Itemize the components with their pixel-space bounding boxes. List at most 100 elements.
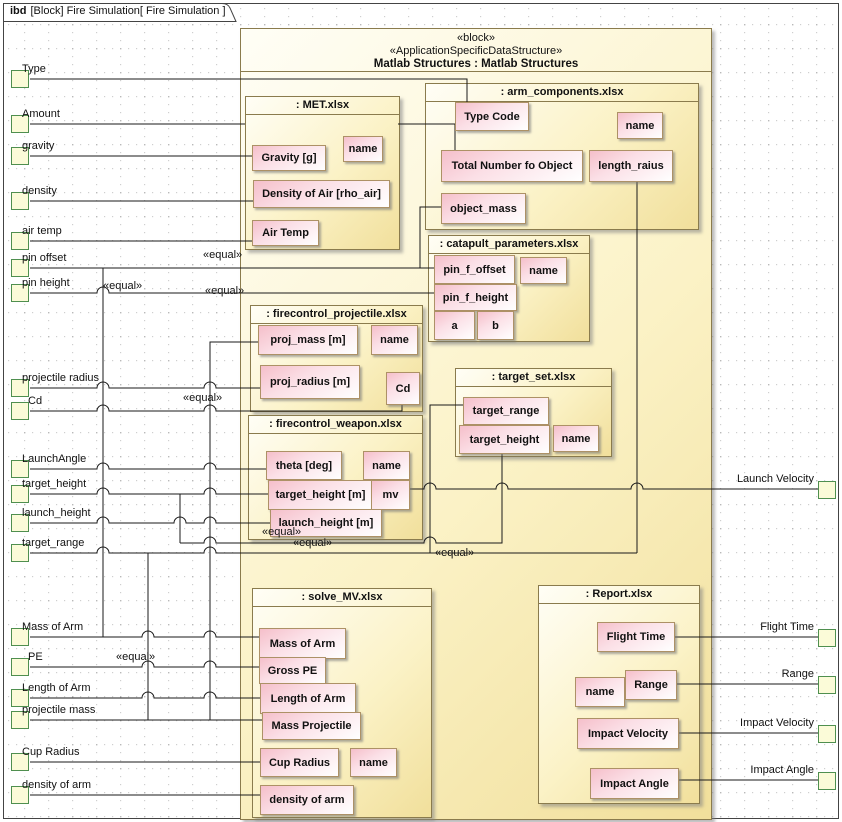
equal-constraint-label: «equal» <box>435 547 475 559</box>
value-range[interactable]: Range <box>625 670 677 700</box>
value-type-code[interactable]: Type Code <box>455 102 529 131</box>
value-set-target-range[interactable]: target_range <box>463 397 549 425</box>
equal-constraint-label: «equal» <box>203 249 243 261</box>
port-impact-angle-label: Impact Angle <box>750 764 814 776</box>
port-launch-velocity[interactable] <box>818 481 836 499</box>
value-cup-radius[interactable]: Cup Radius <box>260 748 339 777</box>
port-type[interactable] <box>11 70 29 88</box>
value-theta[interactable]: theta [deg] <box>266 451 342 480</box>
port-projectile-mass[interactable] <box>11 711 29 729</box>
block-matlab-structures-header: «block» «ApplicationSpecificDataStructur… <box>241 29 711 72</box>
port-type-label: Type <box>22 63 46 75</box>
part-arm-components-title: : arm_components.xlsx <box>426 84 698 102</box>
value-a[interactable]: a <box>434 311 475 340</box>
port-amount-label: Amount <box>22 108 60 120</box>
port-target-range-label: target_range <box>22 537 85 549</box>
port-density-label: density <box>22 185 57 197</box>
diagram-kind-keyword: ibd <box>10 5 27 17</box>
stereotype-block: «block» <box>457 32 495 44</box>
port-launch-height-label: launch_height <box>22 507 91 519</box>
value-b[interactable]: b <box>477 311 514 340</box>
port-pin-height[interactable] <box>11 284 29 302</box>
value-mass-of-arm[interactable]: Mass of Arm <box>259 628 346 659</box>
value-density-of-air[interactable]: Density of Air [rho_air] <box>253 180 390 208</box>
port-flight-time-label: Flight Time <box>760 621 814 633</box>
port-gravity-label: gravity <box>22 140 55 152</box>
port-cd[interactable] <box>11 402 29 420</box>
value-pin-f-height[interactable]: pin_f_height <box>434 284 517 311</box>
value-target-set-name[interactable]: name <box>553 425 599 452</box>
value-proj-radius[interactable]: proj_radius [m] <box>260 365 360 399</box>
port-target-height[interactable] <box>11 485 29 503</box>
port-target-range[interactable] <box>11 544 29 562</box>
port-mass-of-arm-label: Mass of Arm <box>22 621 84 633</box>
equal-constraint-label: «equal» <box>116 651 156 663</box>
port-air-temp[interactable] <box>11 232 29 250</box>
port-projectile-mass-label: projectile mass <box>22 704 96 716</box>
value-mass-projectile[interactable]: Mass Projectile <box>262 712 361 740</box>
diagram-title: ibd[Block] Fire Simulation[ Fire Simulat… <box>10 5 226 17</box>
part-solve-mv-title: : solve_MV.xlsx <box>253 589 431 607</box>
value-length-of-arm[interactable]: Length of Arm <box>260 683 356 714</box>
equal-constraint-label: «equal» <box>205 285 245 297</box>
value-gravity[interactable]: Gravity [g] <box>252 145 326 171</box>
port-cup-radius[interactable] <box>11 753 29 771</box>
port-length-of-arm[interactable] <box>11 689 29 707</box>
port-pe-label: PE <box>28 651 43 663</box>
port-projectile-radius[interactable] <box>11 379 29 397</box>
value-arm-name[interactable]: name <box>617 112 663 139</box>
port-density-of-arm-label: density of arm <box>22 779 92 791</box>
part-target-set-title: : target_set.xlsx <box>456 369 611 387</box>
port-pe[interactable] <box>11 658 29 676</box>
port-flight-time[interactable] <box>818 629 836 647</box>
value-mv[interactable]: mv <box>371 480 410 510</box>
port-impact-velocity[interactable] <box>818 725 836 743</box>
value-cd[interactable]: Cd <box>386 372 420 405</box>
port-gravity[interactable] <box>11 147 29 165</box>
block-matlab-structures-name: Matlab Structures : Matlab Structures <box>373 58 579 70</box>
port-density-of-arm[interactable] <box>11 786 29 804</box>
port-density[interactable] <box>11 192 29 210</box>
port-mass-of-arm[interactable] <box>11 628 29 646</box>
port-pin-offset[interactable] <box>11 259 29 277</box>
value-air-temp[interactable]: Air Temp <box>252 220 319 246</box>
value-length-raius[interactable]: length_raius <box>589 150 673 182</box>
value-gross-pe[interactable]: Gross PE <box>259 657 326 684</box>
port-air-temp-label: air temp <box>22 225 62 237</box>
port-pin-offset-label: pin offset <box>22 252 67 264</box>
value-flight-time[interactable]: Flight Time <box>597 622 675 652</box>
value-proj-mass[interactable]: proj_mass [m] <box>258 325 358 355</box>
port-pin-height-label: pin height <box>22 277 70 289</box>
diagram-title-text: [Block] Fire Simulation[ Fire Simulation… <box>30 5 226 17</box>
port-target-height-label: target_height <box>22 478 87 490</box>
port-impact-angle[interactable] <box>818 772 836 790</box>
value-pin-f-offset[interactable]: pin_f_offset <box>434 255 515 284</box>
part-met-xlsx-title: : MET.xlsx <box>246 97 399 115</box>
equal-constraint-label: «equal» <box>183 392 223 404</box>
value-density-of-arm[interactable]: density of arm <box>260 785 354 815</box>
value-total-number[interactable]: Total Number fo Object <box>441 150 583 182</box>
port-length-of-arm-label: Length of Arm <box>22 682 91 694</box>
value-met-name[interactable]: name <box>343 136 383 162</box>
port-range-label: Range <box>781 668 814 680</box>
port-cup-radius-label: Cup Radius <box>22 746 80 758</box>
value-object-mass[interactable]: object_mass <box>441 193 526 224</box>
port-amount[interactable] <box>11 115 29 133</box>
value-solve-name[interactable]: name <box>350 748 397 777</box>
value-report-name[interactable]: name <box>575 677 625 707</box>
value-catapult-name[interactable]: name <box>520 257 567 284</box>
value-weapon-target-height[interactable]: target_height [m] <box>268 480 373 510</box>
stereotype-application-specific: «ApplicationSpecificDataStructure» <box>389 45 563 57</box>
port-range[interactable] <box>818 676 836 694</box>
port-launch-angle[interactable] <box>11 460 29 478</box>
port-impact-velocity-label: Impact Velocity <box>740 717 814 729</box>
equal-constraint-label: «equal» <box>103 280 143 292</box>
port-launch-height[interactable] <box>11 514 29 532</box>
equal-constraint-label: «equal» <box>293 537 333 549</box>
value-impact-angle[interactable]: Impact Angle <box>590 768 679 799</box>
value-set-target-height[interactable]: target_height <box>459 425 550 454</box>
value-projectile-name[interactable]: name <box>371 325 418 355</box>
value-impact-velocity[interactable]: Impact Velocity <box>577 718 679 749</box>
value-weapon-name[interactable]: name <box>363 451 410 480</box>
